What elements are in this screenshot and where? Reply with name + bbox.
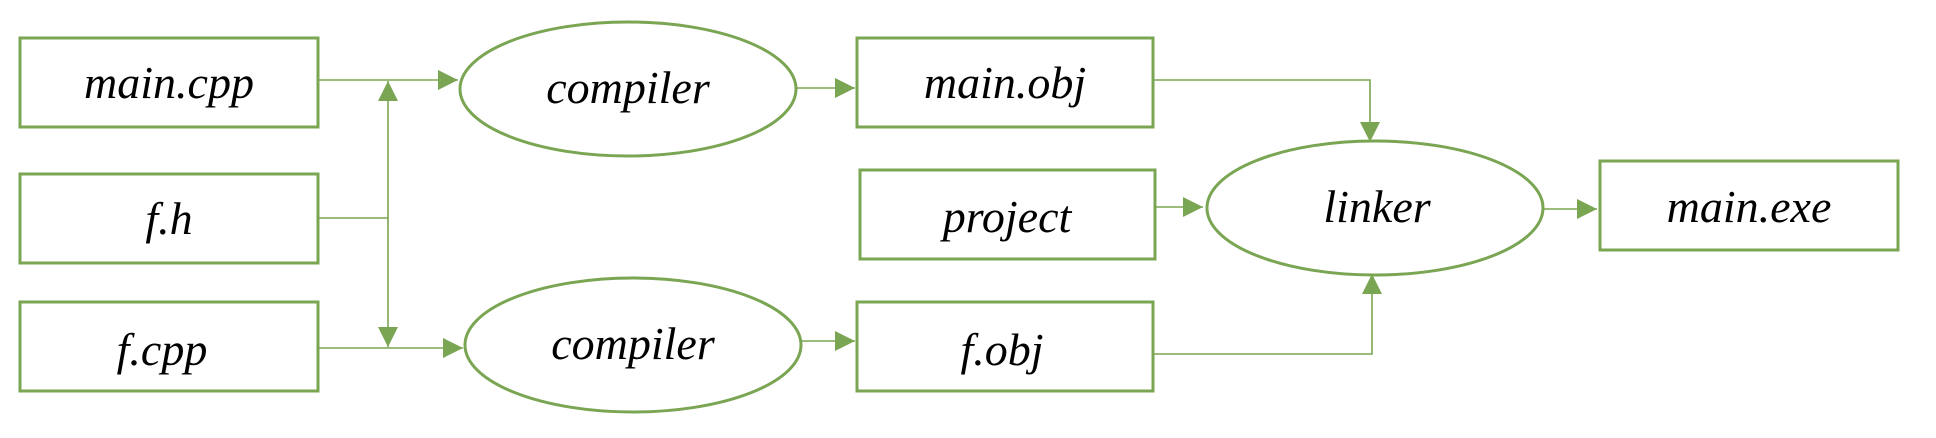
- edge-main-obj-to-linker: [1153, 79, 1380, 142]
- node-main-obj: main.obj: [855, 36, 1155, 129]
- node-main-cpp-label: main.cpp: [84, 57, 254, 108]
- node-f-obj-label: f.obj: [960, 324, 1043, 375]
- node-compiler-bottom: compiler: [463, 276, 803, 414]
- node-f-obj: f.obj: [855, 300, 1155, 393]
- node-main-exe-label: main.exe: [1667, 181, 1832, 232]
- edge-f-obj-to-linker: [1153, 274, 1382, 355]
- node-main-obj-label: main.obj: [924, 57, 1086, 108]
- node-main-exe: main.exe: [1598, 159, 1900, 252]
- node-f-h-label: f.h: [145, 193, 192, 244]
- edges: [318, 70, 1597, 358]
- node-linker: linker: [1205, 139, 1545, 277]
- node-f-cpp: f.cpp: [18, 300, 320, 393]
- node-f-h: f.h: [18, 172, 320, 265]
- node-linker-label: linker: [1323, 181, 1431, 232]
- node-project: project: [858, 168, 1157, 261]
- node-compiler-top-label: compiler: [546, 62, 711, 113]
- node-project-label: project: [940, 191, 1073, 242]
- node-compiler-top: compiler: [458, 20, 798, 158]
- node-f-cpp-label: f.cpp: [117, 324, 208, 375]
- node-main-cpp: main.cpp: [18, 36, 320, 129]
- node-compiler-bottom-label: compiler: [551, 318, 716, 369]
